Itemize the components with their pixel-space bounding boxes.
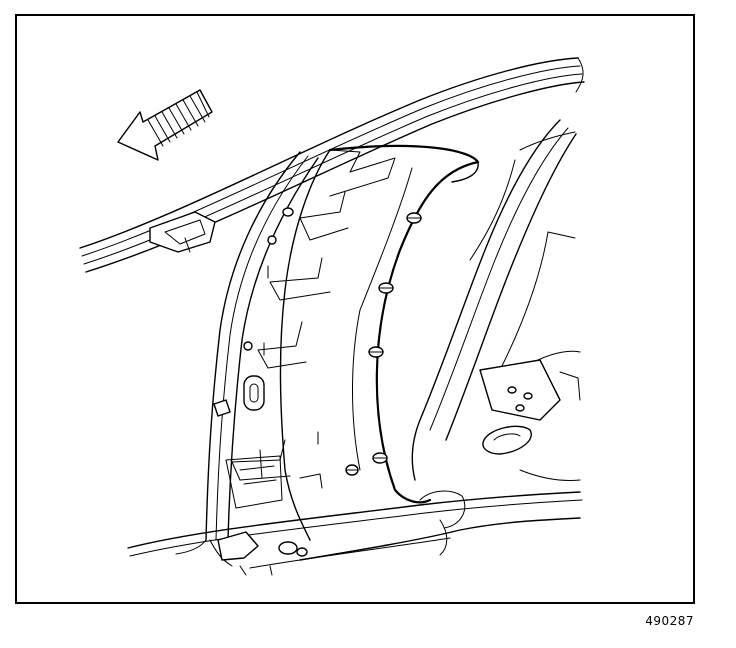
diagram-frame bbox=[15, 14, 695, 604]
floor-sill bbox=[127, 469, 583, 569]
lower-front-details bbox=[209, 449, 323, 576]
clip-8 bbox=[243, 341, 253, 351]
seam-marks bbox=[213, 265, 319, 445]
rear-floor-slot bbox=[482, 425, 532, 455]
a-pillar bbox=[175, 151, 319, 555]
clip-7 bbox=[267, 235, 277, 245]
roof-bracket bbox=[149, 211, 216, 253]
hatched-arrow-icon bbox=[117, 89, 213, 161]
rear-bracket bbox=[479, 350, 581, 421]
clip-3 bbox=[368, 346, 384, 358]
b-pillar-trim-panel bbox=[231, 144, 480, 541]
clip-4 bbox=[372, 452, 388, 464]
clip-6 bbox=[282, 207, 294, 217]
clip-5 bbox=[345, 464, 359, 476]
rear-pillar bbox=[411, 119, 577, 481]
clip-2 bbox=[378, 282, 394, 294]
figure-id-label: 490287 bbox=[645, 614, 694, 628]
slot-opening bbox=[243, 375, 265, 411]
fastener-clips bbox=[243, 207, 422, 476]
clip-1 bbox=[406, 212, 422, 224]
